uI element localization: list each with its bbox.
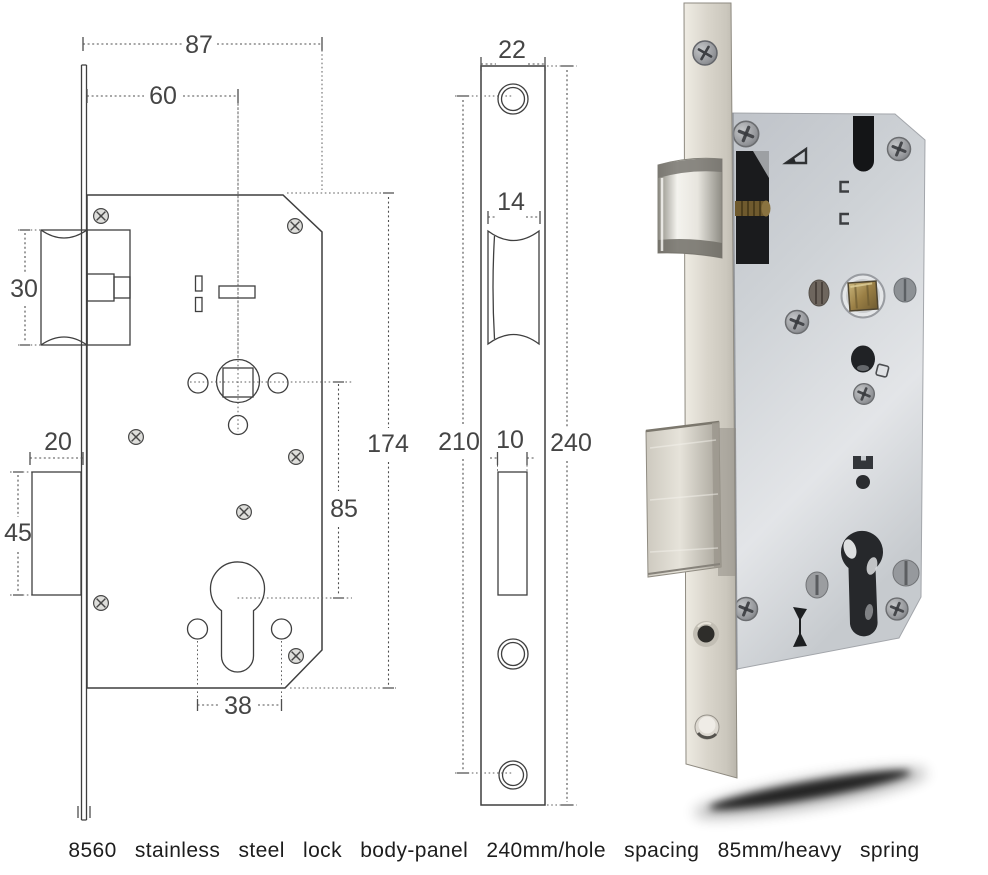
faceplate-screw-top — [692, 40, 718, 66]
faceplate-edge — [77, 64, 91, 821]
faceplate-screw-hole-mid — [497, 638, 529, 670]
lock-body-outline — [86, 194, 323, 689]
dim-label-10: 10 — [496, 426, 524, 454]
dark-hole — [851, 345, 875, 373]
dimension-87: 87 — [82, 31, 323, 190]
faceplate-outline — [480, 65, 546, 806]
latch-bolt-photo — [657, 157, 723, 259]
faceplate-photo — [683, 2, 738, 779]
dimension-174: 174 — [287, 192, 409, 689]
spindle-hub-photo — [840, 273, 886, 319]
dimension-45: 45 — [4, 471, 32, 596]
dim-label-14: 14 — [497, 188, 525, 216]
slot-screws-photo — [805, 559, 920, 599]
deadbolt-drawing — [31, 471, 82, 596]
faceplate-screw-bottom — [694, 714, 720, 740]
plate-body-seam — [732, 112, 738, 671]
top-slot — [853, 116, 874, 172]
dimension-38: 38 — [196, 641, 283, 720]
lock-body-drawing: 87 60 30 20 45 38 — [4, 31, 409, 821]
internal-slots — [194, 275, 256, 313]
dimension-60: 60 — [86, 82, 239, 360]
hub-centerlines — [190, 100, 352, 432]
cylinder-keyhole-drawing — [186, 561, 352, 673]
dim-label-22: 22 — [498, 36, 526, 64]
lock-diagram-svg: 87 60 30 20 45 38 — [4, 2, 927, 821]
product-shadow — [694, 768, 927, 818]
faceplate-deadbolt-cutout — [497, 471, 528, 596]
small-dark-dot — [856, 475, 870, 489]
faceplate-screw-hole-bottom — [498, 760, 528, 790]
dim-label-60: 60 — [149, 82, 177, 110]
dim-label-174: 174 — [367, 430, 409, 458]
dimension-210: 210 — [438, 95, 513, 774]
dim-label-85: 85 — [330, 495, 358, 523]
arrow-stamp-fill — [786, 157, 796, 163]
dim-label-45: 45 — [4, 519, 32, 547]
roll-pin-hole — [808, 279, 830, 307]
caption-text: 8560 stainless steel lock body-panel 240… — [68, 839, 920, 862]
dimension-20: 20 — [29, 428, 84, 465]
dim-label-210: 210 — [438, 428, 480, 456]
dimension-30: 30 — [10, 229, 40, 346]
deadbolt-photo — [645, 420, 736, 578]
dim-label-20: 20 — [44, 428, 72, 456]
dimension-240: 240 — [547, 65, 592, 806]
faceplate-drawing: 22 14 10 210 240 — [438, 36, 592, 806]
faceplate-screw-hole-top — [497, 83, 529, 115]
latch-window — [735, 151, 771, 264]
lock-photo — [645, 2, 927, 818]
plate-thickness-ticks — [77, 806, 91, 818]
hourglass-stamp — [793, 607, 807, 647]
dimension-85: 85 — [330, 381, 358, 599]
small-tag-stamp — [875, 363, 890, 378]
right-pin — [893, 277, 917, 303]
dimension-10: 10 — [490, 426, 534, 472]
spindle-hub-drawing — [187, 100, 352, 436]
faceplate-hole-mid — [693, 621, 719, 647]
dim-label-30: 30 — [10, 275, 38, 303]
dimension-14: 14 — [487, 188, 541, 224]
faceplate-latch-cutout — [487, 229, 540, 346]
dimension-22: 22 — [480, 36, 546, 71]
latch-bolt-drawing — [40, 229, 131, 346]
c-stamps — [839, 180, 849, 225]
dim-label-87: 87 — [185, 31, 213, 59]
keep-stamp — [853, 456, 873, 469]
dim-label-240: 240 — [550, 429, 592, 457]
cylinder-cutout-photo — [841, 530, 883, 637]
dim-label-38: 38 — [224, 692, 252, 720]
